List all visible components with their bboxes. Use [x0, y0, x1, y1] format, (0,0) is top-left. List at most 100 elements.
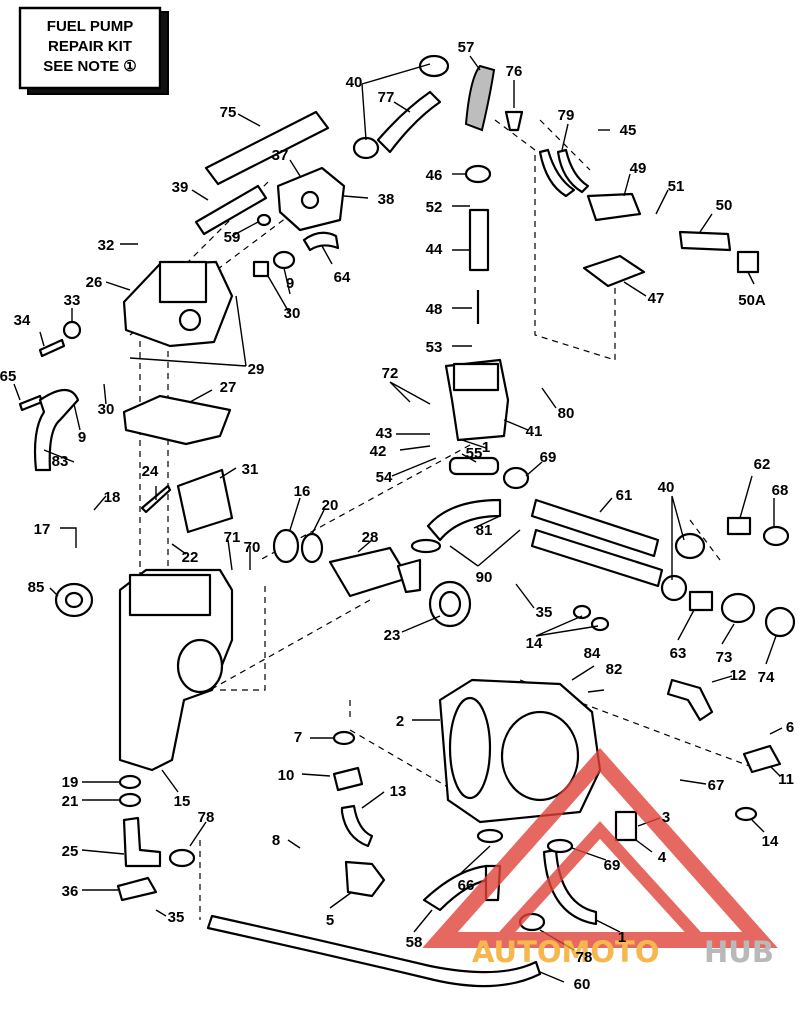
callout-69: 69	[540, 449, 557, 466]
callout-40: 40	[346, 74, 363, 91]
callout-14: 14	[762, 833, 779, 850]
callout-5: 5	[326, 912, 334, 929]
callout-59: 59	[224, 229, 241, 246]
o-ring-16	[272, 528, 300, 564]
clamp-9	[272, 250, 296, 270]
hose-77	[376, 90, 442, 154]
callout-33: 33	[64, 292, 81, 309]
o-ring-20	[300, 532, 324, 564]
hose-75	[204, 110, 330, 186]
screw-65	[18, 394, 44, 412]
part-46	[464, 164, 492, 184]
nut-33	[62, 320, 82, 340]
callout-36: 36	[62, 883, 79, 900]
callout-85: 85	[28, 579, 45, 596]
callout-1: 1	[618, 929, 626, 946]
callout-30: 30	[98, 401, 115, 418]
callout-54: 54	[376, 469, 393, 486]
clamp-66	[476, 828, 504, 844]
callout-18: 18	[104, 489, 121, 506]
fitting-76	[504, 110, 524, 132]
callout-30: 30	[284, 305, 301, 322]
callout-44: 44	[426, 241, 443, 258]
callout-68: 68	[772, 482, 789, 499]
callout-47: 47	[648, 290, 665, 307]
callout-62: 62	[754, 456, 771, 473]
callout-72: 72	[382, 365, 399, 382]
fitting-12	[666, 678, 714, 722]
connector-3	[614, 810, 638, 842]
hose-13	[340, 804, 374, 848]
callout-48: 48	[426, 301, 443, 318]
callout-12: 12	[730, 667, 747, 684]
callout-29: 29	[248, 361, 265, 378]
callout-69: 69	[604, 857, 621, 874]
callout-6: 6	[786, 719, 794, 736]
clamp-40c	[674, 532, 706, 560]
note-line-2: REPAIR KIT	[48, 38, 132, 55]
watermark-brand-gray: HUB	[704, 935, 774, 969]
callout-61: 61	[616, 487, 633, 504]
callout-21: 21	[62, 793, 79, 810]
callout-13: 13	[390, 783, 407, 800]
callout-14: 14	[526, 635, 543, 652]
watermark-brand-orange: AUTOMOTO	[472, 935, 659, 969]
callout-8: 8	[272, 832, 280, 849]
callout-31: 31	[242, 461, 259, 478]
fitting-50	[678, 230, 732, 252]
parts	[18, 54, 796, 988]
callout-80: 80	[558, 405, 575, 422]
fuel-pump-repair-kit-note: FUEL PUMP REPAIR KIT SEE NOTE ①	[18, 6, 169, 95]
clamp-68	[762, 525, 790, 547]
note-line-1: FUEL PUMP	[47, 18, 133, 35]
callout-20: 20	[322, 497, 339, 514]
callout-82: 82	[606, 661, 623, 678]
hose-79	[556, 148, 590, 194]
callout-35: 35	[536, 604, 553, 621]
watermark: AUTOMOTO HUB	[422, 747, 778, 969]
callout-28: 28	[362, 529, 379, 546]
fitting-55	[448, 456, 500, 476]
callout-78: 78	[576, 949, 593, 966]
callout-1: 1	[482, 439, 490, 456]
callout-25: 25	[62, 843, 79, 860]
fitting-50a	[736, 250, 760, 274]
clamp-40d	[660, 574, 688, 602]
callout-40: 40	[658, 479, 675, 496]
callout-41: 41	[526, 423, 543, 440]
callout-15: 15	[174, 793, 191, 810]
leader-lines	[13, 55, 783, 983]
callout-9: 9	[286, 275, 294, 292]
callout-51: 51	[668, 178, 685, 195]
bracket-11	[742, 744, 782, 774]
solenoid-49	[586, 192, 642, 222]
clamp-69b	[546, 838, 574, 854]
callout-16: 16	[294, 483, 311, 500]
callout-23: 23	[384, 627, 401, 644]
tube-61a	[530, 498, 660, 558]
clamp-40a	[418, 54, 450, 78]
callout-73: 73	[716, 649, 733, 666]
elbow-64	[302, 231, 340, 252]
part-62	[726, 516, 752, 536]
callout-7: 7	[294, 729, 302, 746]
callout-11: 11	[778, 771, 794, 788]
sock-57	[464, 64, 496, 132]
callout-57: 57	[458, 39, 475, 56]
callout-66: 66	[458, 877, 475, 894]
callout-84: 84	[584, 645, 601, 662]
filter-28	[328, 546, 410, 598]
plate-36	[116, 876, 158, 902]
hose-60	[206, 914, 542, 988]
callout-45: 45	[620, 122, 637, 139]
callout-37: 37	[272, 147, 289, 164]
watermark-triangle-inner	[486, 821, 714, 946]
hose-56	[538, 148, 576, 198]
callout-2: 2	[396, 713, 404, 730]
sensor-5	[344, 860, 386, 898]
callout-35: 35	[168, 909, 185, 926]
callout-60: 60	[574, 976, 591, 993]
plate-10	[332, 766, 364, 792]
